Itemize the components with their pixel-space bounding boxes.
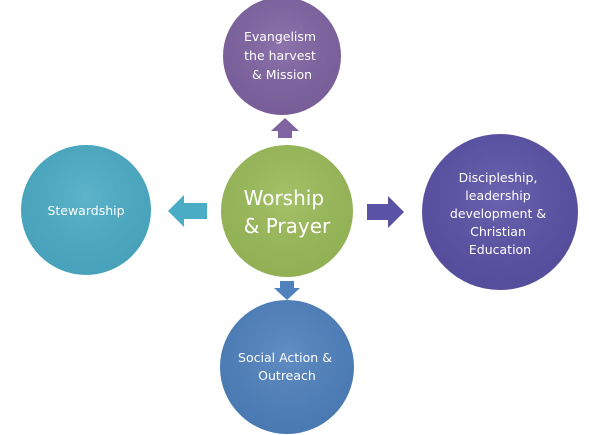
center-line-2: & Prayer — [244, 214, 331, 238]
node-social-action-label: Social Action & Outreach — [238, 350, 336, 383]
node-evangelism: Evangelism the harvest & Mission — [223, 0, 341, 115]
node-evangelism-line-2: the harvest — [244, 48, 316, 63]
node-social-action-line-2: Outreach — [258, 368, 316, 383]
node-stewardship-line-1: Stewardship — [47, 203, 124, 218]
node-evangelism-label: Evangelism the harvest & Mission — [244, 29, 320, 82]
node-discipleship-line-2: leadership — [465, 188, 530, 203]
node-discipleship: Discipleship, leadership development & C… — [422, 134, 578, 290]
node-evangelism-line-1: Evangelism — [244, 29, 316, 44]
node-discipleship-label: Discipleship, leadership development & C… — [450, 170, 550, 257]
arrow-right-icon — [367, 196, 404, 228]
node-stewardship-label: Stewardship — [47, 203, 124, 218]
center-line-1: Worship — [244, 186, 324, 210]
center-label: Worship & Prayer — [244, 186, 331, 238]
node-evangelism-line-3: & Mission — [252, 67, 312, 82]
node-worship-prayer: Worship & Prayer — [221, 145, 353, 277]
node-stewardship: Stewardship — [21, 145, 151, 275]
node-social-action: Social Action & Outreach — [220, 300, 354, 434]
node-discipleship-line-3: development & — [450, 206, 546, 221]
node-discipleship-line-1: Discipleship, — [459, 170, 538, 185]
node-discipleship-line-5: Education — [469, 242, 531, 257]
arrow-left-icon — [168, 195, 207, 227]
arrow-down-icon — [274, 281, 300, 300]
node-discipleship-line-4: Christian — [470, 224, 526, 239]
arrow-up-icon — [271, 118, 299, 138]
node-social-action-line-1: Social Action & — [238, 350, 332, 365]
